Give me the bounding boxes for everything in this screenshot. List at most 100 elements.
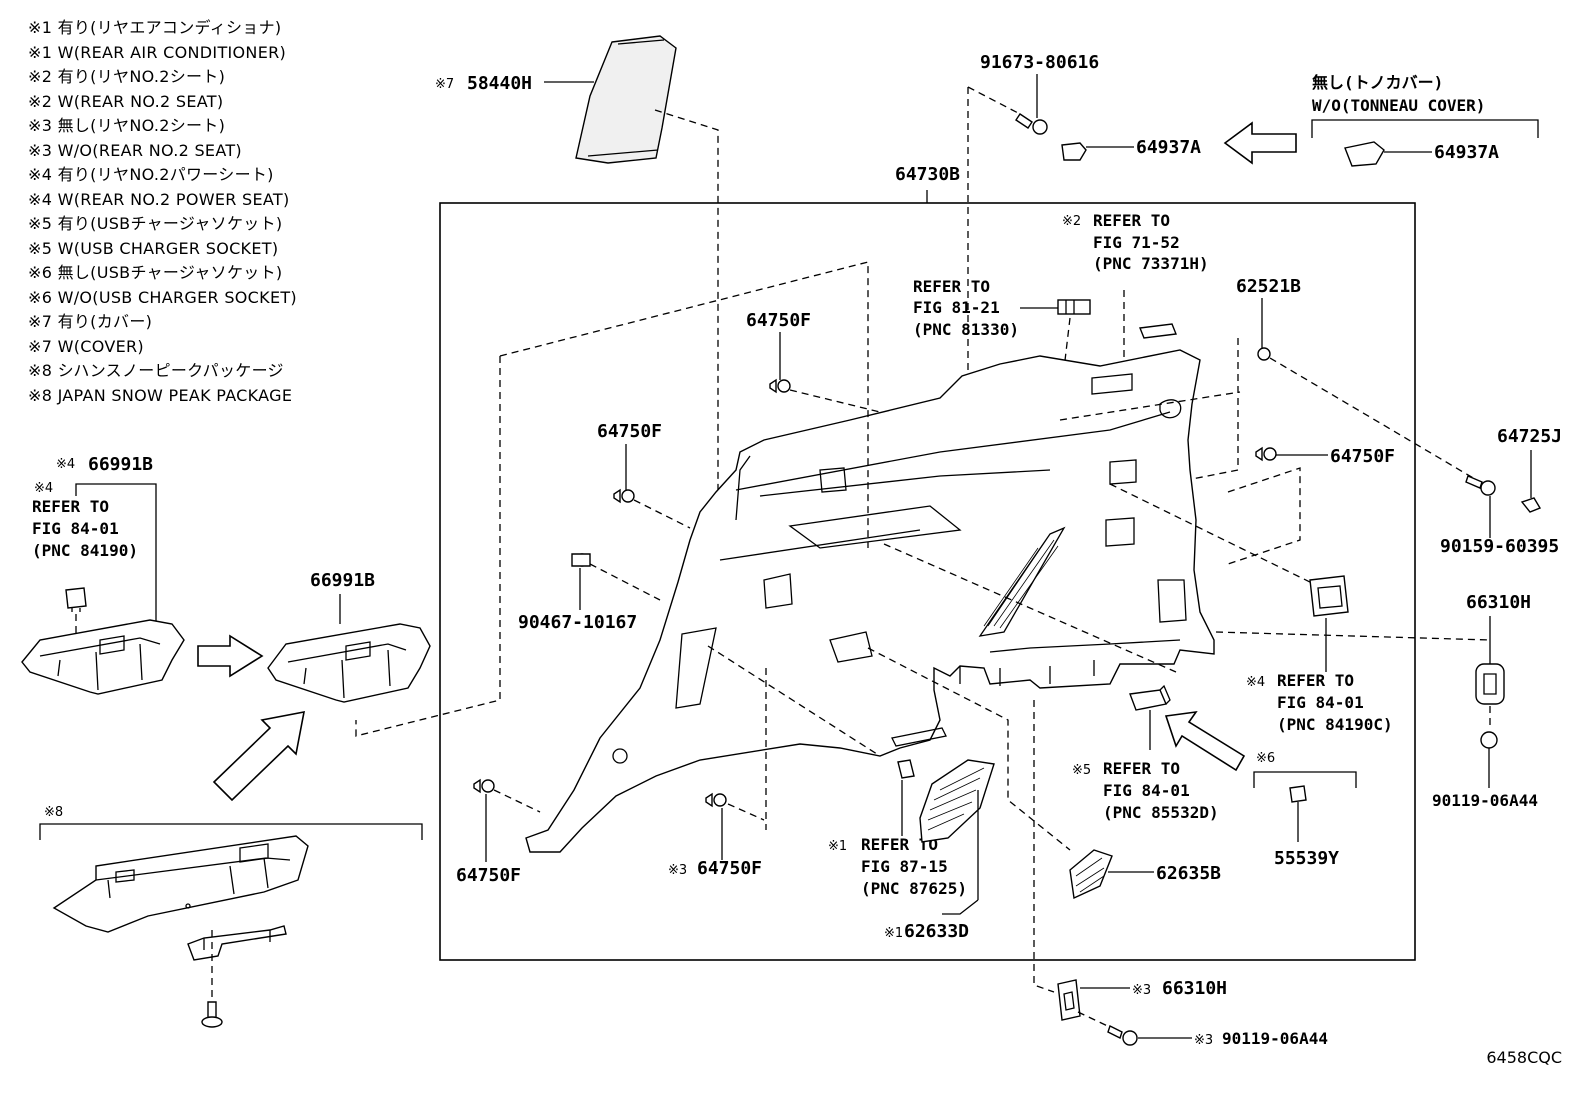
part-label-64750F-top: 64750F [746,310,811,331]
panel-slot [1159,399,1182,419]
legend-item: ※7 有り(カバー) [28,312,153,331]
dashed-guide [1109,483,1315,585]
clip-icon [769,378,791,394]
mark-6: ※6 [1256,751,1275,766]
part-label-62635B: 62635B [1156,863,1221,884]
panel-edge [719,469,1051,561]
dashed-guide [633,499,691,529]
panel-slot [1109,459,1137,485]
direction-arrow-icon [1164,710,1246,772]
seat-anchor-icon [1139,323,1177,339]
ref-fig-84-01: FIG 84-01 [32,519,119,538]
ref-pnc-73371H: (PNC 73371H) [1093,254,1209,273]
dashed-guide [789,389,881,413]
dashed-guide [654,109,719,570]
refer-label: REFER TO [1093,211,1170,230]
direction-arrow-icon [1223,121,1297,165]
panel-slot [819,467,847,493]
clip-icon [613,488,635,504]
part-label-66991B-top: 66991B [88,454,153,475]
mark-3: ※3 [1132,983,1151,998]
part-label-90119-06A44-bottom: 90119-06A44 [1222,1029,1328,1048]
screw-icon [201,1001,223,1028]
mark-8: ※8 [44,805,63,820]
hook-icon [1475,663,1505,705]
cap-64937A-alt-icon [1344,141,1385,167]
clip-icon [705,792,727,808]
part-label-58440H: 58440H [467,73,532,94]
refer-label: REFER TO [861,835,938,854]
panel-slot [1157,579,1187,623]
part-label-64937A-alt: 64937A [1434,142,1499,163]
direction-arrow-icon [212,710,306,802]
vent-62635B-icon [1069,849,1113,900]
tonneau-note-en: W/O(TONNEAU COVER) [1312,96,1485,115]
seat-switch-icon [1309,575,1349,617]
part-label-90467-10167: 90467-10167 [518,612,637,633]
mark-7: ※7 [435,77,454,92]
ref-fig-81-21: FIG 81-21 [913,298,1000,317]
part-label-64730B: 64730B [895,164,960,185]
panel-edge [989,639,1181,653]
part-label-91673-80616: 91673-80616 [980,52,1099,73]
mark-1: ※1 [884,926,903,941]
screw-icon [1465,475,1496,496]
speaker-grille [978,526,1066,637]
part-label-64750F-mid: 64750F [697,858,762,879]
option-bracket [39,823,423,840]
ref-pnc-84190: (PNC 84190) [32,541,138,560]
mark-5: ※5 [1072,763,1091,778]
panel-slot [1091,373,1133,395]
panel-slot [1105,517,1135,547]
dashed-guide [883,543,1177,673]
dashed-guide [493,789,541,813]
usb-socket-icon [1129,684,1171,711]
legend-item: ※4 有り(リヤNO.2パワーシート) [28,165,274,184]
clip-icon [1255,446,1277,462]
panel-rib [959,660,1095,686]
legend-item: ※6 無し(USBチャージャソケット) [28,263,283,282]
panel-slot [763,573,793,609]
vent-grille-icon [919,759,995,843]
part-label-64937A: 64937A [1136,137,1201,158]
legend-item: ※8 シハンスノーピークパッケージ [28,361,284,380]
cap-64937A-icon [1061,142,1087,161]
cap-55539Y-icon [1289,785,1307,803]
part-label-64750F-bottom: 64750F [456,865,521,886]
tray-66991B [267,623,431,703]
ref-fig-84-01: FIG 84-01 [1277,693,1364,712]
mark-4: ※4 [56,457,75,472]
dashed-guide [1224,467,1301,566]
part-label-66991B: 66991B [310,570,375,591]
leader-line [75,483,157,624]
leader-line [942,790,979,915]
part-label-90159-60395: 90159-60395 [1440,536,1559,557]
cover-detail [587,39,665,157]
clip-icon [473,778,495,794]
dashed-guide [967,86,1021,115]
legend-item: ※2 有り(リヤNO.2シート) [28,67,226,86]
seat-switch-small-icon [65,587,87,612]
tray-66991B-with-switch [21,619,185,695]
bolt-icon [1107,1025,1138,1046]
legend-item: ※5 W(USB CHARGER SOCKET) [28,238,279,258]
part-label-66310H-bottom: 66310H [1162,978,1227,999]
mount-bracket-icon [187,925,287,961]
mark-4: ※4 [1246,675,1265,690]
dashed-guide [727,668,767,830]
legend-item: ※6 W/O(USB CHARGER SOCKET) [28,287,297,307]
dashed-guide [1033,700,1055,993]
dashed-guide [355,356,501,737]
refer-label: REFER TO [913,277,990,296]
panel-slot [829,631,873,663]
tray-snow-peak [52,835,309,933]
part-label-90119-06A44-right: 90119-06A44 [1432,791,1538,810]
panel-edge [735,411,1171,521]
legend-item: ※8 JAPAN SNOW PEAK PACKAGE [28,385,293,405]
ref-fig-84-01: FIG 84-01 [1103,781,1190,800]
ref-pnc-85532D: (PNC 85532D) [1103,803,1219,822]
dashed-guide [867,647,1071,851]
part-label-64725J: 64725J [1497,426,1562,447]
legend-item: ※5 有り(USBチャージャソケット) [28,214,283,233]
